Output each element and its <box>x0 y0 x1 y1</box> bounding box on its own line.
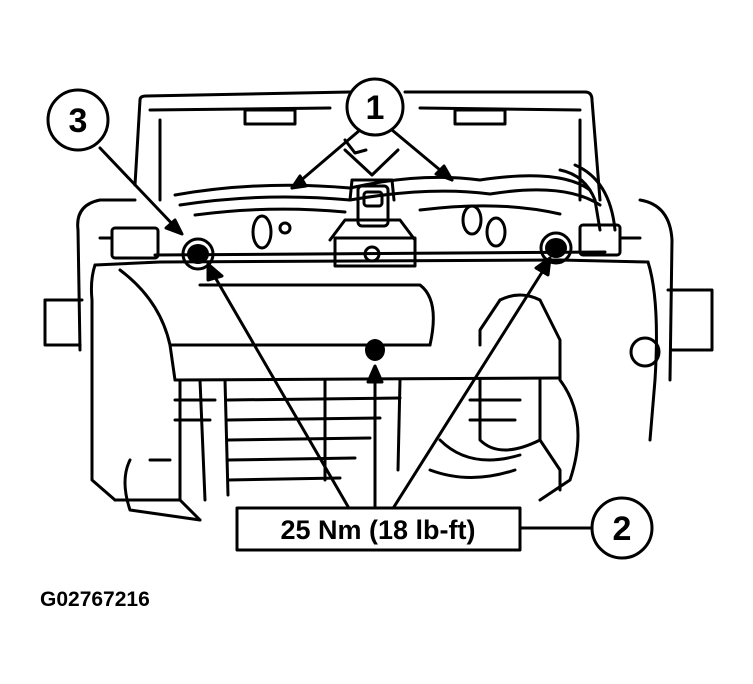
left-bolt-icon <box>187 244 209 264</box>
callout-1-number: 1 <box>366 89 385 127</box>
torque-leaders <box>210 264 548 512</box>
main-housing <box>118 250 607 382</box>
torque-spec-text: 25 Nm (18 lb-ft) <box>280 515 475 545</box>
left-side-structure <box>43 198 162 502</box>
upper-features <box>251 204 507 250</box>
callout-1-badge: 1 <box>345 77 405 137</box>
lower-grille <box>113 378 580 522</box>
callout-2-number: 2 <box>613 510 632 548</box>
callout-3-leader <box>98 146 180 232</box>
right-bolt-icon <box>545 238 567 258</box>
bolt-markers <box>187 238 567 361</box>
right-side-structure <box>558 198 714 442</box>
harness-lines <box>173 163 617 232</box>
center-bracket <box>328 148 417 268</box>
torque-spec-box: 25 Nm (18 lb-ft) <box>235 506 522 552</box>
callout-2-badge: 2 <box>518 496 654 560</box>
callout-3-badge: 3 <box>46 88 110 152</box>
upper-housing <box>133 90 602 202</box>
center-bolt-icon <box>365 339 385 361</box>
figure-id: G02767216 <box>40 588 150 611</box>
callout-3-number: 3 <box>69 102 88 140</box>
